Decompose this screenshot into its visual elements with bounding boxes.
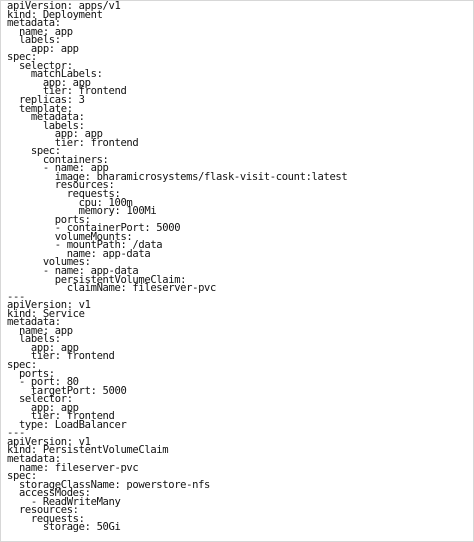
code-line: tier: frontend bbox=[7, 410, 115, 423]
code-line: matchLabels: bbox=[7, 68, 103, 81]
code-line: type: LoadBalancer bbox=[7, 418, 127, 431]
code-line: app: app bbox=[7, 401, 79, 414]
code-line: apiVersion: v1 bbox=[7, 435, 91, 448]
code-line: volumes: bbox=[7, 256, 91, 269]
code-line: selector: bbox=[7, 393, 73, 406]
code-line: labels: bbox=[7, 34, 61, 47]
code-line: tier: frontend bbox=[7, 136, 139, 149]
code-line: cpu: 100m bbox=[7, 196, 133, 209]
code-line: metadata: bbox=[7, 111, 85, 124]
code-line: apiVersion: v1 bbox=[7, 299, 91, 312]
code-line: accessModes: bbox=[7, 487, 91, 500]
code-line: --- bbox=[7, 427, 25, 440]
code-line: - ReadWriteMany bbox=[7, 495, 121, 508]
code-line: ports: bbox=[7, 213, 91, 226]
code-line: tier: frontend bbox=[7, 350, 115, 363]
code-line: replicas: 3 bbox=[7, 94, 85, 107]
code-line: spec: bbox=[7, 51, 37, 64]
code-line: storage: 50Gi bbox=[7, 521, 121, 534]
code-line: name: app bbox=[7, 25, 73, 38]
code-line: - containerPort: 5000 bbox=[7, 222, 181, 235]
code-line: spec: bbox=[7, 470, 37, 483]
code-line: resources: bbox=[7, 504, 79, 517]
code-line: metadata: bbox=[7, 452, 61, 465]
code-line: app: app bbox=[7, 341, 79, 354]
code-line: labels: bbox=[7, 119, 85, 132]
code-line: - port: 80 bbox=[7, 376, 79, 389]
code-line: tier: frontend bbox=[7, 85, 127, 98]
code-line: name: fileserver-pvc bbox=[7, 461, 139, 474]
code-line: ports: bbox=[7, 367, 55, 380]
code-line: persistentVolumeClaim: bbox=[7, 273, 187, 286]
code-line: resources: bbox=[7, 179, 115, 192]
code-line: storageClassName: powerstore-nfs bbox=[7, 478, 211, 491]
code-line: containers: bbox=[7, 153, 109, 166]
code-line: - name: app-data bbox=[7, 264, 139, 277]
code-line: --- bbox=[7, 290, 25, 303]
code-line: spec: bbox=[7, 358, 37, 371]
code-line: name: app-data bbox=[7, 247, 151, 260]
code-line: kind: Deployment bbox=[7, 8, 103, 21]
code-line: volumeMounts: bbox=[7, 230, 133, 243]
code-line: spec: bbox=[7, 145, 61, 158]
code-line: apiVersion: apps/v1 bbox=[7, 0, 121, 12]
code-line: claimName: fileserver-pvc bbox=[7, 282, 217, 295]
code-line: requests: bbox=[7, 512, 85, 525]
code-line: metadata: bbox=[7, 17, 61, 30]
code-line: selector: bbox=[7, 59, 73, 72]
code-line: memory: 100Mi bbox=[7, 205, 157, 218]
code-line: template: bbox=[7, 102, 73, 115]
code-line: - name: app bbox=[7, 162, 109, 175]
code-line: labels: bbox=[7, 333, 61, 346]
code-line: - mountPath: /data bbox=[7, 239, 163, 252]
code-line: name: app bbox=[7, 324, 73, 337]
code-line: requests: bbox=[7, 188, 121, 201]
code-line: image: bharamicrosystems/flask-visit-cou… bbox=[7, 170, 348, 183]
code-line: kind: PersistentVolumeClaim bbox=[7, 444, 169, 457]
code-line: app: app bbox=[7, 76, 91, 89]
code-line: kind: Service bbox=[7, 307, 85, 320]
code-line: metadata: bbox=[7, 316, 61, 329]
code-line: app: app bbox=[7, 42, 79, 55]
code-line: app: app bbox=[7, 128, 103, 141]
code-line: targetPort: 5000 bbox=[7, 384, 127, 397]
